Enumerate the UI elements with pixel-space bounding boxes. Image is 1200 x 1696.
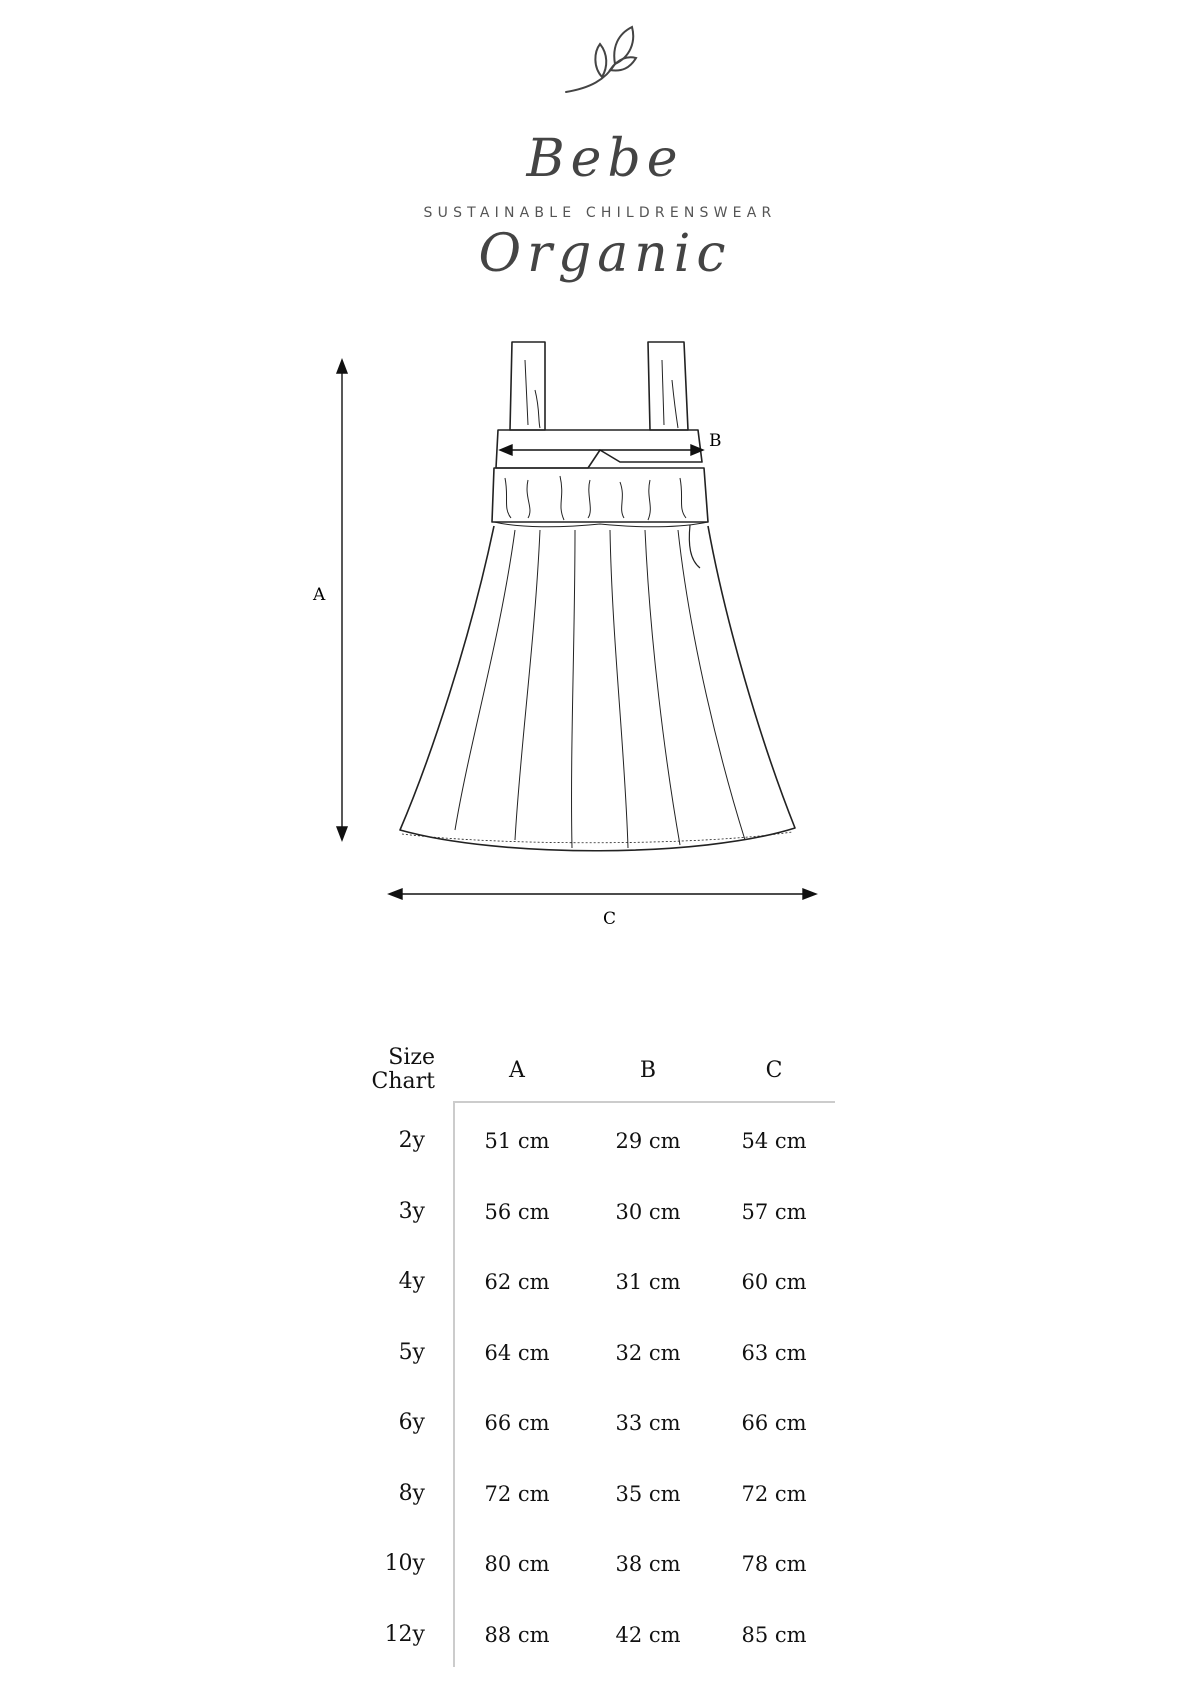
brand-wordmark: Bebe Organic (478, 129, 732, 284)
table-cell-b: 33 cm (615, 1411, 681, 1435)
column-header-b: B (639, 1058, 657, 1083)
table-cell-c: 60 cm (741, 1270, 807, 1294)
row-size-label: 8y (398, 1480, 425, 1506)
table-cell-b: 42 cm (615, 1622, 681, 1647)
table-cell-c: 72 cm (741, 1481, 807, 1506)
row-size-label: 2y (398, 1128, 425, 1153)
table-cell-a: 51 cm (484, 1129, 550, 1153)
row-size-label: 6y (398, 1410, 425, 1435)
table-cell-c: 57 cm (741, 1199, 807, 1224)
leaf-logo-icon (565, 25, 638, 93)
skirt (399, 525, 796, 852)
size-chart-table: Size Chart A B C 2y 51 cm 29 cm 54 cm 3y 56 c… (330, 1040, 850, 1680)
size-chart-title-line2: Chart (371, 1069, 435, 1094)
right-strap (647, 341, 689, 431)
brand-tagline: SUSTAINABLE CHILDRENSWEAR (423, 205, 777, 221)
column-header-a: A (509, 1058, 525, 1083)
table-cell-a: 64 cm (484, 1340, 550, 1365)
size-chart-title-line1: Size (388, 1045, 435, 1070)
header-divider (453, 1101, 835, 1103)
table-cell-c: 85 cm (741, 1622, 807, 1647)
row-size-label: 10y (384, 1551, 425, 1576)
table-cell-c: 78 cm (741, 1552, 807, 1576)
table-cell-a: 56 cm (484, 1199, 550, 1224)
table-cell-b: 32 cm (615, 1340, 681, 1365)
table-cell-c: 63 cm (741, 1340, 807, 1365)
table-cell-a: 72 cm (484, 1481, 550, 1506)
table-cell-a: 80 cm (484, 1552, 550, 1576)
table-cell-c: 54 cm (741, 1129, 807, 1153)
table-cell-b: 38 cm (615, 1552, 681, 1576)
dress-measurement-diagram: A B C (312, 341, 818, 929)
label-c: C (603, 909, 616, 929)
table-cell-a: 88 cm (484, 1622, 550, 1647)
label-b: B (709, 431, 722, 451)
table-cell-b: 30 cm (615, 1199, 681, 1224)
label-a: A (312, 585, 326, 605)
row-size-label: 12y (384, 1621, 425, 1647)
row-label-divider (453, 1101, 455, 1667)
table-cell-c: 66 cm (741, 1411, 807, 1435)
table-cell-a: 62 cm (484, 1270, 550, 1294)
size-chart-title: Size Chart (355, 1046, 435, 1094)
column-header-c: C (765, 1058, 783, 1083)
table-cell-b: 31 cm (615, 1270, 681, 1294)
bodice-band (495, 429, 703, 469)
table-cell-a: 66 cm (484, 1411, 550, 1435)
row-size-label: 4y (398, 1269, 425, 1294)
table-cell-b: 35 cm (615, 1481, 681, 1506)
table-cell-b: 29 cm (615, 1129, 681, 1153)
row-size-label: 3y (398, 1198, 425, 1224)
row-size-label: 5y (398, 1339, 425, 1365)
